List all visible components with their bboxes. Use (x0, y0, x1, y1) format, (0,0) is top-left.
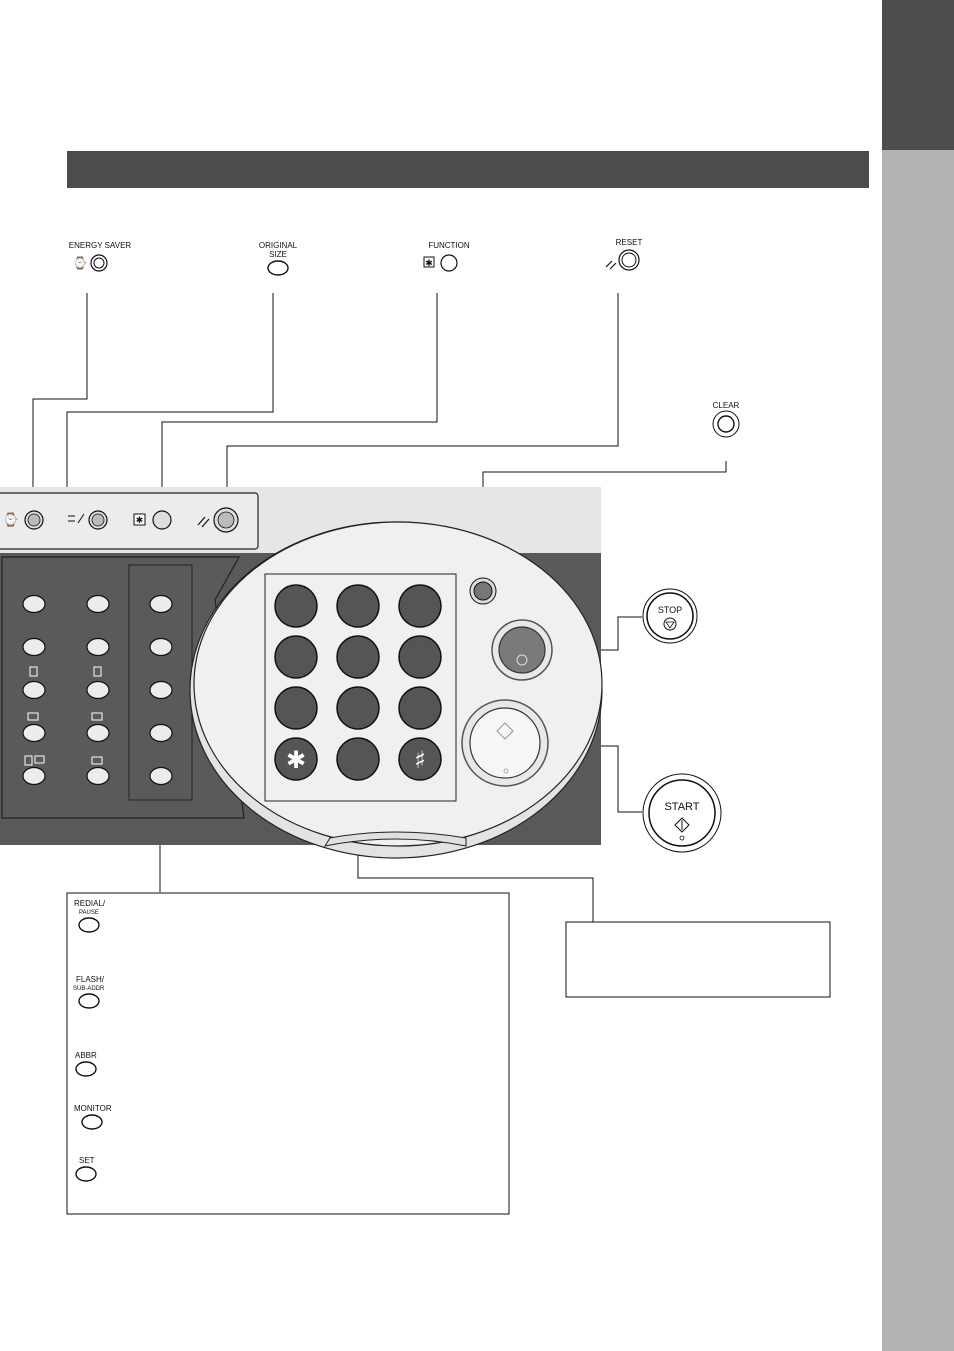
keypad-key[interactable] (274, 686, 318, 730)
redial-pause-button[interactable] (78, 917, 100, 933)
keypad-key[interactable] (336, 635, 380, 679)
original-size-icon (68, 513, 85, 524)
section-header-bar (67, 151, 869, 188)
panel-buttons (22, 594, 173, 786)
function-button-panel[interactable] (152, 510, 172, 530)
abbr-button-panel[interactable] (149, 680, 173, 700)
side-tab-dark (882, 0, 954, 150)
keypad-key-hash[interactable] (398, 737, 442, 781)
start-callout-button[interactable] (648, 779, 716, 847)
svg-text:⌚: ⌚ (3, 512, 19, 527)
reset-icon (605, 260, 617, 270)
set-label: SET (79, 1156, 95, 1165)
function-icon-panel (133, 513, 146, 526)
function-icon (423, 256, 435, 268)
flash-label-line2: SUB-ADDR (73, 986, 105, 992)
keypad-key[interactable] (274, 584, 318, 628)
set-button-panel[interactable] (149, 766, 173, 786)
energy-saver-icon: ⌚ (73, 256, 88, 270)
start-callout-icon (674, 817, 690, 833)
reset-label: RESET (616, 238, 643, 247)
function-button[interactable] (440, 254, 458, 272)
redial-button-panel[interactable] (149, 594, 173, 614)
monitor-label: MONITOR (74, 1104, 112, 1113)
keypad-key[interactable] (398, 584, 442, 628)
function-label: FUNCTION (428, 241, 470, 250)
top-button-strip (0, 492, 259, 550)
set-button[interactable] (75, 1166, 97, 1182)
svg-text:✱: ✱ (136, 515, 144, 525)
keypad-key[interactable] (336, 737, 380, 781)
energy-saver-label: ENERGY SAVER (69, 241, 132, 250)
station-button[interactable] (22, 594, 46, 614)
redial-label-line1: REDIAL/ (74, 899, 106, 908)
start-label: START (664, 801, 699, 813)
keypad-frame (264, 573, 457, 802)
monitor-button[interactable] (81, 1114, 103, 1130)
energy-saver-button[interactable] (90, 254, 108, 272)
start-icon (496, 722, 514, 740)
flash-button-panel[interactable] (149, 637, 173, 657)
station-button[interactable] (22, 637, 46, 657)
keypad-inset (565, 921, 831, 998)
keypad-key[interactable] (398, 686, 442, 730)
svg-text:✱: ✱ (425, 258, 433, 268)
keypad (274, 584, 442, 781)
stop-callout-button[interactable] (646, 592, 694, 640)
station-button[interactable] (22, 766, 46, 786)
station-button[interactable] (86, 680, 110, 700)
redial-label-line2: PAUSE (79, 910, 99, 916)
original-size-label-line2: SIZE (269, 250, 287, 259)
abbr-label: ABBR (75, 1051, 97, 1060)
flash-label-line1: FLASH/ (76, 975, 105, 984)
keypad-key[interactable] (398, 635, 442, 679)
clear-label: CLEAR (713, 401, 740, 410)
station-button[interactable] (22, 680, 46, 700)
keypad-key[interactable] (336, 584, 380, 628)
star-icon: ✱ (286, 746, 306, 774)
original-size-button[interactable] (267, 260, 289, 276)
station-button[interactable] (86, 637, 110, 657)
station-button[interactable] (22, 723, 46, 743)
reset-icon-panel (197, 516, 210, 528)
original-size-label-line1: ORIGINAL (259, 241, 298, 250)
station-button[interactable] (86, 723, 110, 743)
stop-callout-icon (663, 617, 677, 631)
station-button[interactable] (86, 594, 110, 614)
flash-sub-addr-button[interactable] (78, 993, 100, 1009)
control-oval (193, 521, 603, 847)
station-button[interactable] (86, 766, 110, 786)
monitor-button-panel[interactable] (149, 723, 173, 743)
paper-size-icons (24, 666, 103, 766)
side-tab-light (882, 150, 954, 1351)
keypad-key[interactable] (336, 686, 380, 730)
abbr-button[interactable] (75, 1061, 97, 1077)
stop-icon (516, 654, 528, 666)
function-keys-inset (66, 892, 510, 1215)
stop-label: STOP (658, 605, 682, 615)
hash-icon: ♯ (414, 746, 426, 774)
keypad-key[interactable] (274, 635, 318, 679)
keypad-key-star[interactable] (274, 737, 318, 781)
